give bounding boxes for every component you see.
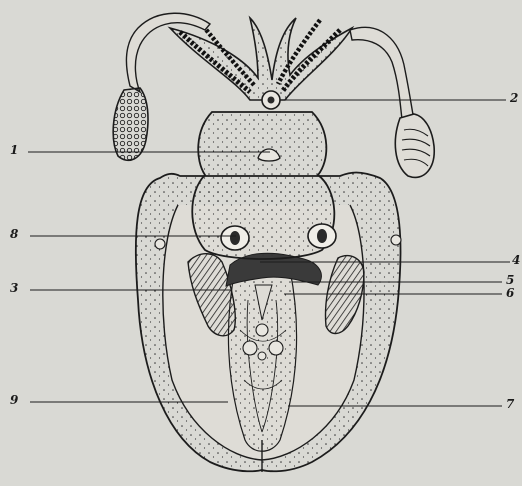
label-6: 6 xyxy=(506,286,514,300)
label-3: 3 xyxy=(10,281,18,295)
label-8: 8 xyxy=(10,227,18,241)
label-4: 4 xyxy=(512,253,520,267)
label-2: 2 xyxy=(510,91,518,105)
label-5: 5 xyxy=(506,273,514,287)
label-9: 9 xyxy=(10,393,18,407)
label-1: 1 xyxy=(10,143,18,157)
right-tentacle xyxy=(350,27,414,120)
arm-crown xyxy=(170,18,352,100)
right-tentacle-club xyxy=(395,114,434,177)
label-7: 7 xyxy=(506,397,514,411)
left-tentacle-club xyxy=(113,88,148,160)
